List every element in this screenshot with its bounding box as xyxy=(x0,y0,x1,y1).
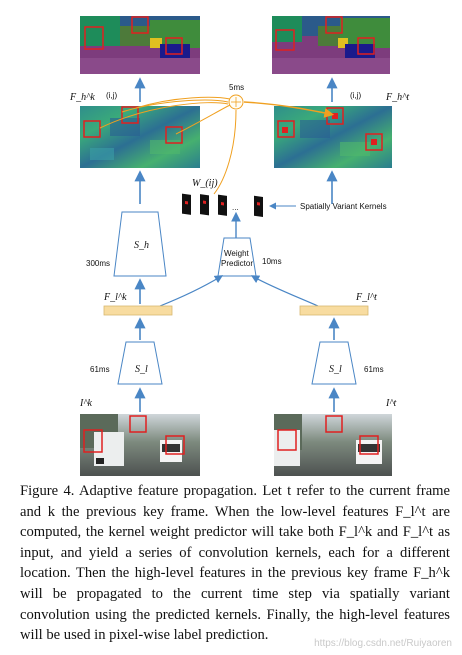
label-61ms-right: 61ms xyxy=(364,365,384,374)
label-fl-current: F_l^t xyxy=(355,292,377,303)
label-ellipsis: ... xyxy=(232,203,239,212)
arrow-flt-to-predictor xyxy=(250,275,319,307)
label-wij: W_(ij) xyxy=(192,178,218,189)
label-ij-right: (i,j) xyxy=(350,91,361,100)
low-level-network-current: S_l xyxy=(311,341,357,385)
propagation-paths xyxy=(99,96,335,195)
input-frame-current xyxy=(274,414,392,476)
label-it: I^t xyxy=(385,398,397,409)
label-10ms: 10ms xyxy=(262,257,282,266)
weight-predictor: Weight Predictor xyxy=(217,237,257,277)
kernel-stack xyxy=(182,193,263,217)
arrow-flk-to-predictor xyxy=(159,275,224,307)
label-fh-key: F_h^k xyxy=(69,92,95,103)
segmentation-map-key xyxy=(80,16,200,74)
svg-text:S_l: S_l xyxy=(329,364,342,375)
label-ik: I^k xyxy=(79,398,93,409)
high-level-features-current xyxy=(274,106,392,168)
watermark: https://blog.csdn.net/Ruiyaoren xyxy=(314,638,452,649)
svg-text:Weight: Weight xyxy=(224,249,250,258)
input-frame-key xyxy=(80,414,200,476)
label-spatially-variant-kernels: Spatially Variant Kernels xyxy=(300,202,387,211)
high-level-features-key xyxy=(80,106,200,168)
label-5ms: 5ms xyxy=(229,83,244,92)
figure-caption: Figure 4. Adaptive feature propagation. … xyxy=(20,481,450,646)
label-fh-current: F_h^t xyxy=(385,92,409,103)
low-level-features-current xyxy=(299,305,369,316)
label-fl-key: F_l^k xyxy=(103,292,127,303)
figure-number: Figure 4. xyxy=(20,483,75,499)
caption-text: Adaptive feature propagation. Let t refe… xyxy=(20,483,450,644)
svg-text:Predictor: Predictor xyxy=(221,259,253,268)
svg-text:S_l: S_l xyxy=(135,364,148,375)
low-level-network-key: S_l xyxy=(117,341,163,385)
label-61ms-left: 61ms xyxy=(90,365,110,374)
low-level-features-key xyxy=(103,305,173,316)
segmentation-map-current xyxy=(272,16,390,74)
label-ij-left: (i,j) xyxy=(106,91,117,100)
label-300ms: 300ms xyxy=(86,259,110,268)
svg-text:S_h: S_h xyxy=(134,240,149,251)
high-level-network-sh: S_h xyxy=(113,211,167,277)
adaptive-feature-propagation-figure: F_h^k (i,j) (i,j) F_h^t 5ms W_(ij) ... S… xyxy=(69,16,409,476)
